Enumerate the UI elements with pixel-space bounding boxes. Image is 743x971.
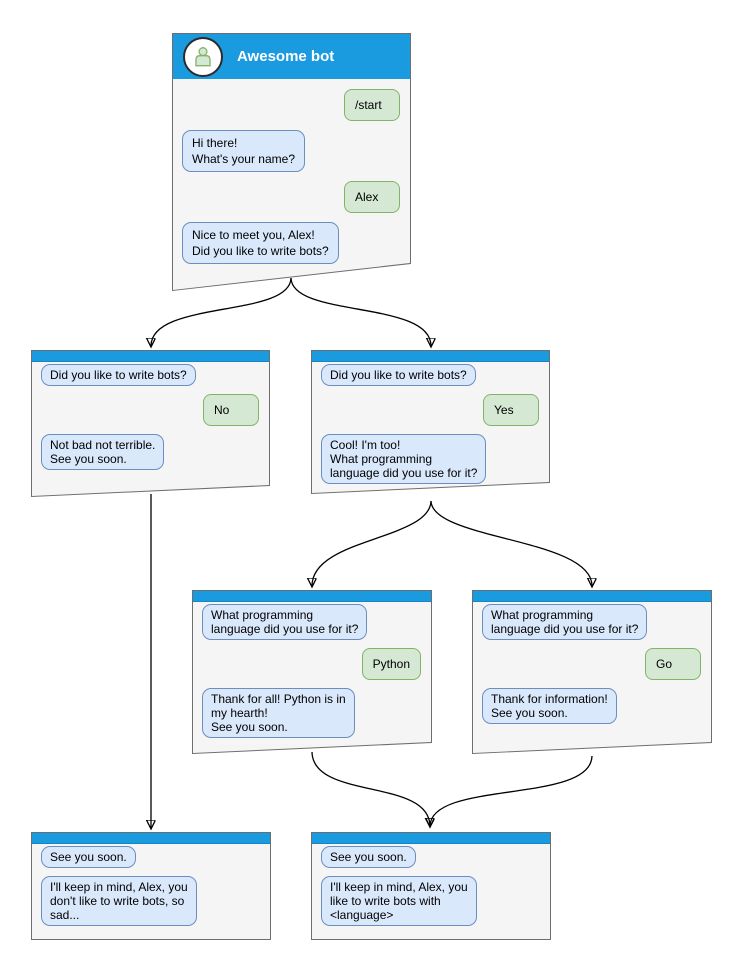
connector-python-to-end: [311, 751, 430, 826]
chat-header: Awesome bot: [173, 34, 410, 79]
chat-window-branch-python: What programming language did you use fo…: [192, 590, 432, 754]
connector-yes-to-python: [312, 500, 432, 586]
bot-message-bubble: See you soon.: [321, 846, 416, 868]
window-header-strip: [32, 833, 270, 844]
user-message-bubble: Go: [645, 648, 701, 680]
user-message-bubble: /start: [344, 89, 400, 121]
window-header-strip: [32, 351, 269, 362]
bot-message-bubble: Nice to meet you, Alex! Did you like to …: [182, 222, 339, 264]
chat-window-end-yes: See you soon. I'll keep in mind, Alex, y…: [311, 832, 551, 940]
user-message-bubble: Python: [362, 648, 421, 680]
person-icon: [190, 44, 216, 70]
bot-message-bubble: Thank for all! Python is in my hearth! S…: [202, 688, 355, 738]
bot-message-bubble: Did you like to write bots?: [41, 364, 196, 386]
user-message-bubble: Alex: [344, 181, 400, 213]
user-message-bubble: Yes: [483, 394, 539, 426]
bot-message-bubble: See you soon.: [41, 846, 136, 868]
bot-message-bubble: Hi there! What's your name?: [182, 130, 305, 172]
bot-message-bubble: Not bad not terrible. See you soon.: [41, 434, 164, 470]
window-header-strip: [193, 591, 431, 602]
connector-root-to-yes: [290, 277, 431, 346]
bot-message-bubble: Did you like to write bots?: [321, 364, 476, 386]
bot-title: Awesome bot: [237, 48, 335, 65]
chat-window-branch-go: What programming language did you use fo…: [472, 590, 712, 754]
message-list: /start Hi there! What's your name? Alex …: [173, 79, 410, 264]
chat-window-branch-no: Did you like to write bots? No Not bad n…: [31, 350, 270, 497]
bot-message-bubble: I'll keep in mind, Alex, you like to wri…: [321, 876, 477, 926]
message-list: What programming language did you use fo…: [193, 602, 431, 738]
window-header-strip: [473, 591, 711, 602]
message-list: Did you like to write bots? Yes Cool! I'…: [312, 362, 549, 484]
bot-message-bubble: What programming language did you use fo…: [482, 604, 647, 640]
message-list: What programming language did you use fo…: [473, 602, 711, 724]
bot-message-bubble: Thank for information! See you soon.: [482, 688, 617, 724]
chat-window-root: Awesome bot /start Hi there! What's your…: [172, 33, 411, 291]
avatar: [183, 37, 223, 77]
bot-message-bubble: What programming language did you use fo…: [202, 604, 367, 640]
message-list: Did you like to write bots? No Not bad n…: [32, 362, 269, 470]
chat-window-branch-yes: Did you like to write bots? Yes Cool! I'…: [311, 350, 550, 494]
message-list: See you soon. I'll keep in mind, Alex, y…: [312, 844, 550, 926]
bot-message-bubble: I'll keep in mind, Alex, you don't like …: [41, 876, 197, 926]
bot-message-bubble: Cool! I'm too! What programming language…: [321, 434, 486, 484]
connector-yes-to-go: [430, 500, 592, 586]
chat-window-end-no: See you soon. I'll keep in mind, Alex, y…: [31, 832, 271, 940]
user-message-bubble: No: [203, 394, 259, 426]
window-header-strip: [312, 351, 549, 362]
connector-go-to-end: [430, 755, 593, 826]
message-list: See you soon. I'll keep in mind, Alex, y…: [32, 844, 270, 926]
window-header-strip: [312, 833, 550, 844]
